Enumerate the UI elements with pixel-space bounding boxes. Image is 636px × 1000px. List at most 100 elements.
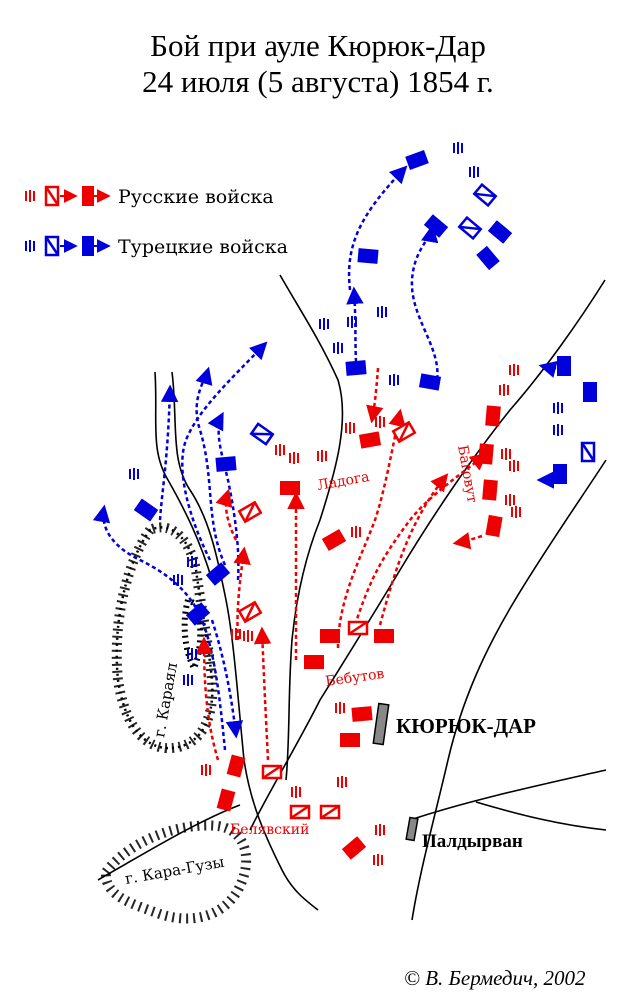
- ru-unit: [304, 655, 324, 669]
- label-karayal: г. Караял: [150, 661, 181, 738]
- tr-unit: [472, 183, 498, 207]
- tr-art: [377, 305, 387, 319]
- village-kuryukdar-marker: [372, 702, 390, 746]
- ru-unit: [351, 706, 373, 722]
- tr-art: [389, 373, 399, 387]
- ru-unit: [319, 804, 341, 820]
- ru-art: [499, 383, 509, 397]
- ru-arrow-2: [336, 408, 406, 649]
- tr-unit: [405, 150, 429, 170]
- village-paldyrvan-marker: [405, 816, 419, 842]
- tr-arrow-3: [346, 286, 364, 363]
- tr-unit: [357, 248, 379, 264]
- ru-art: [509, 459, 519, 473]
- tr-unit: [476, 245, 500, 271]
- tr-art: [129, 467, 139, 481]
- ru-arrow-9: [366, 367, 384, 424]
- tr-unit: [553, 464, 567, 484]
- tr-arrow-1: [347, 165, 408, 291]
- ru-arrow-10: [452, 532, 483, 550]
- tr-unit: [249, 422, 275, 446]
- tr-art: [553, 401, 563, 415]
- copyright-credit: © В. Бермедич, 2002: [404, 966, 586, 990]
- tr-unit: [205, 562, 231, 586]
- label-belyavsky: Белявский: [230, 822, 309, 838]
- ru-art: [201, 763, 211, 777]
- tr-unit: [583, 382, 597, 402]
- ru-unit: [261, 764, 283, 780]
- ru-unit: [320, 629, 340, 643]
- ru-unit: [485, 514, 503, 538]
- ru-art: [511, 505, 521, 519]
- label-ladoga: Ладога: [316, 469, 371, 494]
- ru-unit: [358, 431, 382, 449]
- ru-unit: [237, 501, 263, 523]
- label-paldyrvan: Палдырван: [422, 831, 523, 852]
- tr-arrow-9: [210, 619, 244, 739]
- ru-arrow-5: [253, 626, 272, 761]
- ru-unit: [226, 754, 246, 778]
- tr-unit: [345, 360, 367, 376]
- label-bagovut: Баговут: [454, 444, 480, 504]
- ru-art: [375, 415, 385, 429]
- ru-art: [275, 443, 285, 457]
- russian-movements: [195, 367, 488, 761]
- road-east-upper: [409, 769, 607, 821]
- ru-unit: [374, 629, 394, 643]
- tr-unit: [133, 498, 159, 522]
- ru-unit: [482, 479, 498, 501]
- tr-art: [453, 141, 463, 155]
- ru-art: [505, 493, 515, 507]
- ru-unit: [321, 528, 347, 552]
- ru-art: [335, 701, 345, 715]
- legend-turkish-label: Турецкие войска: [118, 236, 288, 258]
- ravine-center: [279, 274, 344, 781]
- legend-russian-label: Русские войска: [118, 186, 274, 208]
- ru-arrow-3: [378, 473, 449, 626]
- tr-art: [333, 341, 343, 355]
- label-bebutov: Бебутов: [324, 666, 385, 690]
- map-title: Бой при ауле Кюрюк-Дар: [150, 28, 486, 63]
- ru-unit: [485, 405, 501, 427]
- ru-arrow-8: [215, 488, 238, 541]
- tr-unit: [580, 441, 596, 463]
- ru-arrow-6: [233, 546, 251, 641]
- ru-art: [373, 853, 383, 867]
- ru-unit: [478, 443, 494, 465]
- ru-art: [375, 823, 385, 837]
- road-southwest: [97, 804, 241, 881]
- tr-arrow-5: [181, 341, 268, 561]
- tr-unit: [423, 214, 449, 238]
- ru-unit: [280, 481, 300, 495]
- tr-unit: [215, 456, 237, 472]
- ru-art: [289, 451, 299, 465]
- tr-art: [319, 317, 329, 331]
- tr-unit: [557, 356, 571, 376]
- legend-turkish-symbols: [25, 235, 111, 257]
- tr-art: [553, 423, 563, 437]
- ru-art: [291, 785, 301, 799]
- legend-russian-symbols: [25, 185, 111, 207]
- tr-unit: [457, 216, 483, 240]
- hill-karaguzy: [100, 820, 252, 924]
- label-karaguzy: г. Кара-Гузы: [124, 853, 226, 888]
- ru-unit: [237, 601, 263, 623]
- ru-art: [351, 525, 361, 539]
- hill-karayal: [111, 522, 218, 754]
- ru-arrow-4: [353, 452, 488, 626]
- tr-art: [469, 165, 479, 179]
- ru-unit: [340, 733, 360, 747]
- ru-art: [243, 629, 253, 643]
- ru-unit: [347, 620, 369, 636]
- tr-arrow-2: [410, 224, 439, 387]
- tr-arrow-6: [92, 504, 227, 751]
- tr-arrow-7: [158, 384, 179, 521]
- ravine-east: [249, 279, 606, 831]
- tr-art: [183, 673, 193, 687]
- ru-unit: [289, 804, 311, 820]
- ru-art: [345, 421, 355, 435]
- ravine-west-a: [154, 371, 213, 581]
- road-east-lower: [475, 801, 607, 831]
